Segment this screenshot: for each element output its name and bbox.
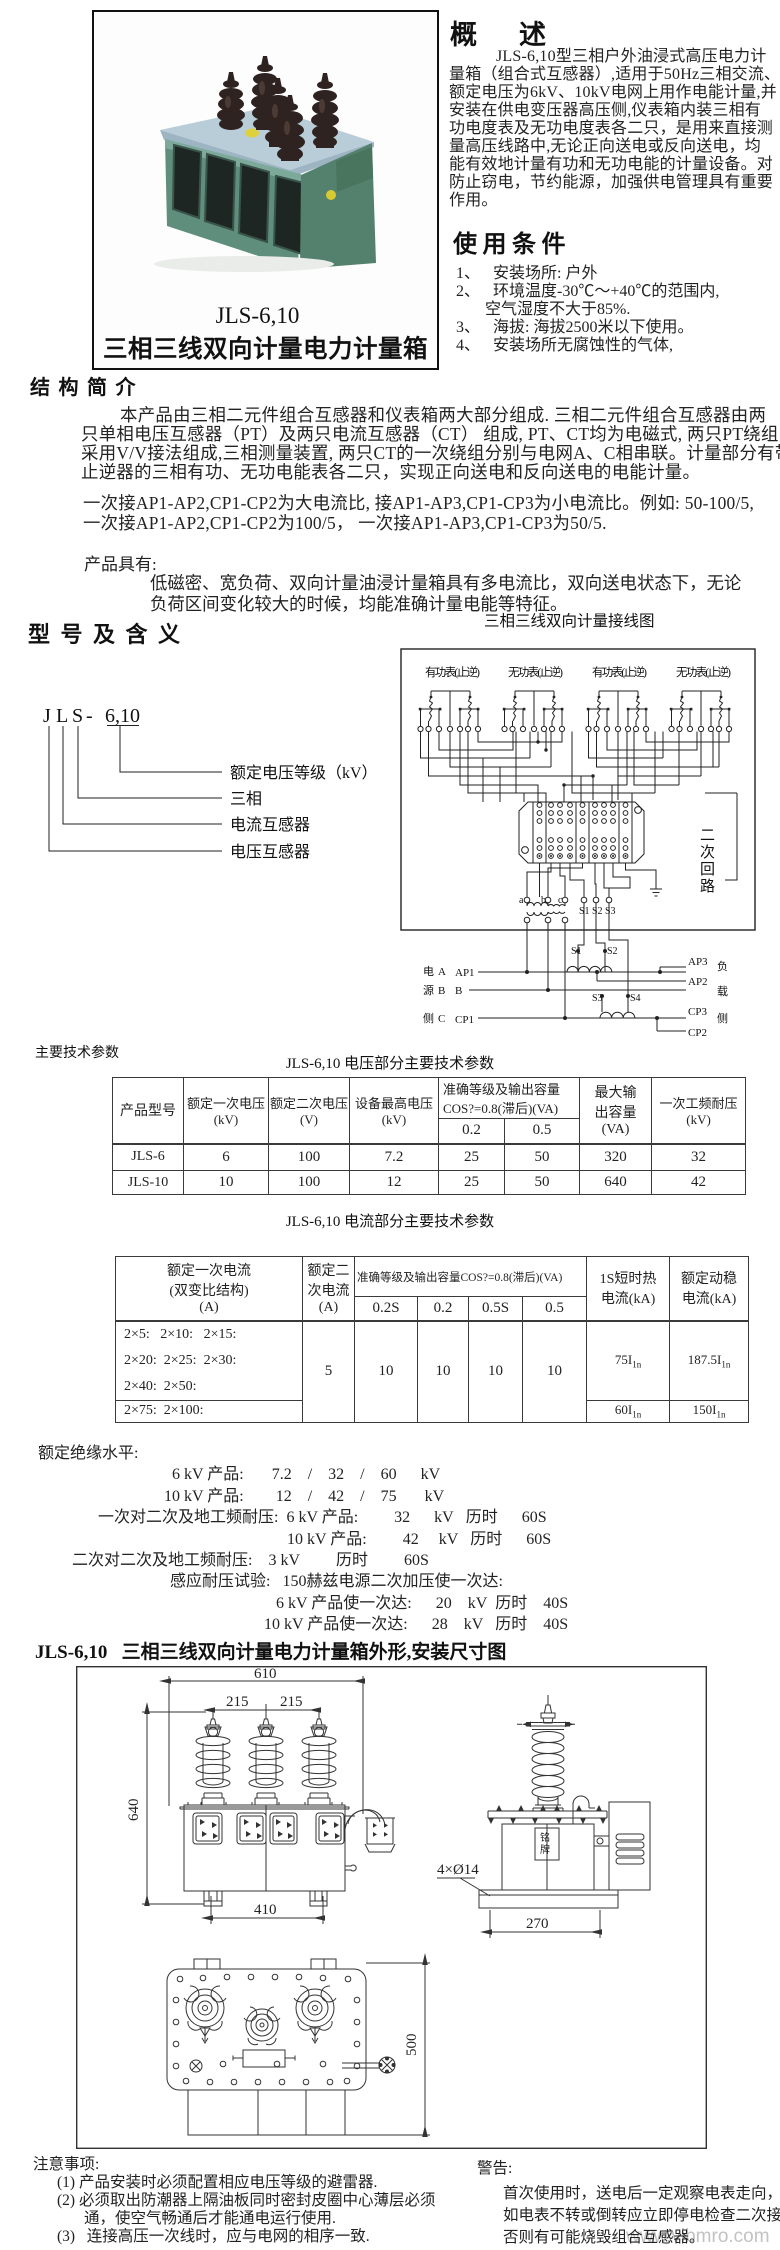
svg-text:270: 270 — [526, 1916, 549, 1932]
svg-text:负: 负 — [717, 959, 728, 973]
svg-text:无功表(止逆): 无功表(止逆) — [676, 665, 731, 679]
svg-text:侧: 侧 — [717, 1012, 728, 1025]
svg-text:有功表(止逆): 有功表(止逆) — [592, 665, 647, 679]
svg-text:a: a — [519, 895, 524, 906]
svg-text:次: 次 — [700, 844, 715, 861]
svg-text:c: c — [558, 895, 563, 906]
svg-text:S3: S3 — [605, 906, 616, 917]
svg-text:侧: 侧 — [423, 1012, 434, 1025]
svg-text:有功表(止逆): 有功表(止逆) — [425, 665, 480, 679]
svg-text:无功表(止逆): 无功表(止逆) — [508, 665, 563, 679]
svg-text:S2: S2 — [607, 946, 618, 957]
svg-text:6,10: 6,10 — [105, 705, 140, 727]
svg-text:500: 500 — [404, 2034, 420, 2057]
svg-text:AP3: AP3 — [688, 956, 708, 968]
svg-text:AP1: AP1 — [455, 967, 475, 979]
svg-text:L: L — [56, 705, 68, 727]
svg-text:b: b — [541, 895, 546, 906]
svg-text:C: C — [438, 1013, 445, 1025]
svg-text:S1: S1 — [579, 906, 590, 917]
svg-text:电流互感器: 电流互感器 — [230, 816, 310, 834]
svg-text:电压互感器: 电压互感器 — [230, 843, 310, 861]
svg-text:铭: 铭 — [540, 1831, 550, 1844]
svg-text:载: 载 — [717, 985, 728, 998]
svg-text:额定电压等级（kV）: 额定电压等级（kV） — [230, 764, 378, 782]
svg-text:源: 源 — [423, 983, 434, 997]
svg-text:B: B — [438, 985, 445, 997]
svg-text:J: J — [43, 705, 51, 727]
svg-text:610: 610 — [254, 1666, 277, 1682]
svg-text:S2: S2 — [592, 906, 603, 917]
svg-text:路: 路 — [700, 878, 715, 895]
svg-text:S3: S3 — [592, 993, 603, 1004]
svg-text:CP3: CP3 — [688, 1006, 707, 1018]
svg-text:S: S — [72, 705, 83, 727]
svg-text:电: 电 — [423, 965, 434, 978]
svg-text:4×Ø14: 4×Ø14 — [437, 1862, 479, 1878]
svg-text:410: 410 — [254, 1902, 277, 1918]
svg-text:A: A — [438, 966, 446, 978]
svg-text:B: B — [455, 985, 462, 997]
svg-text:640: 640 — [126, 1799, 142, 1822]
svg-text:S1: S1 — [571, 946, 582, 957]
svg-text:S4: S4 — [630, 993, 641, 1004]
svg-text:215: 215 — [280, 1694, 303, 1710]
svg-text:-: - — [86, 705, 93, 727]
svg-text:三相: 三相 — [230, 790, 262, 808]
svg-text:二: 二 — [700, 828, 715, 844]
svg-text:215: 215 — [226, 1694, 249, 1710]
svg-text:CP1: CP1 — [455, 1014, 474, 1026]
svg-text:牌: 牌 — [540, 1843, 550, 1856]
svg-text:CP2: CP2 — [688, 1027, 707, 1039]
svg-text:AP2: AP2 — [688, 976, 708, 988]
svg-text:回: 回 — [700, 861, 715, 878]
